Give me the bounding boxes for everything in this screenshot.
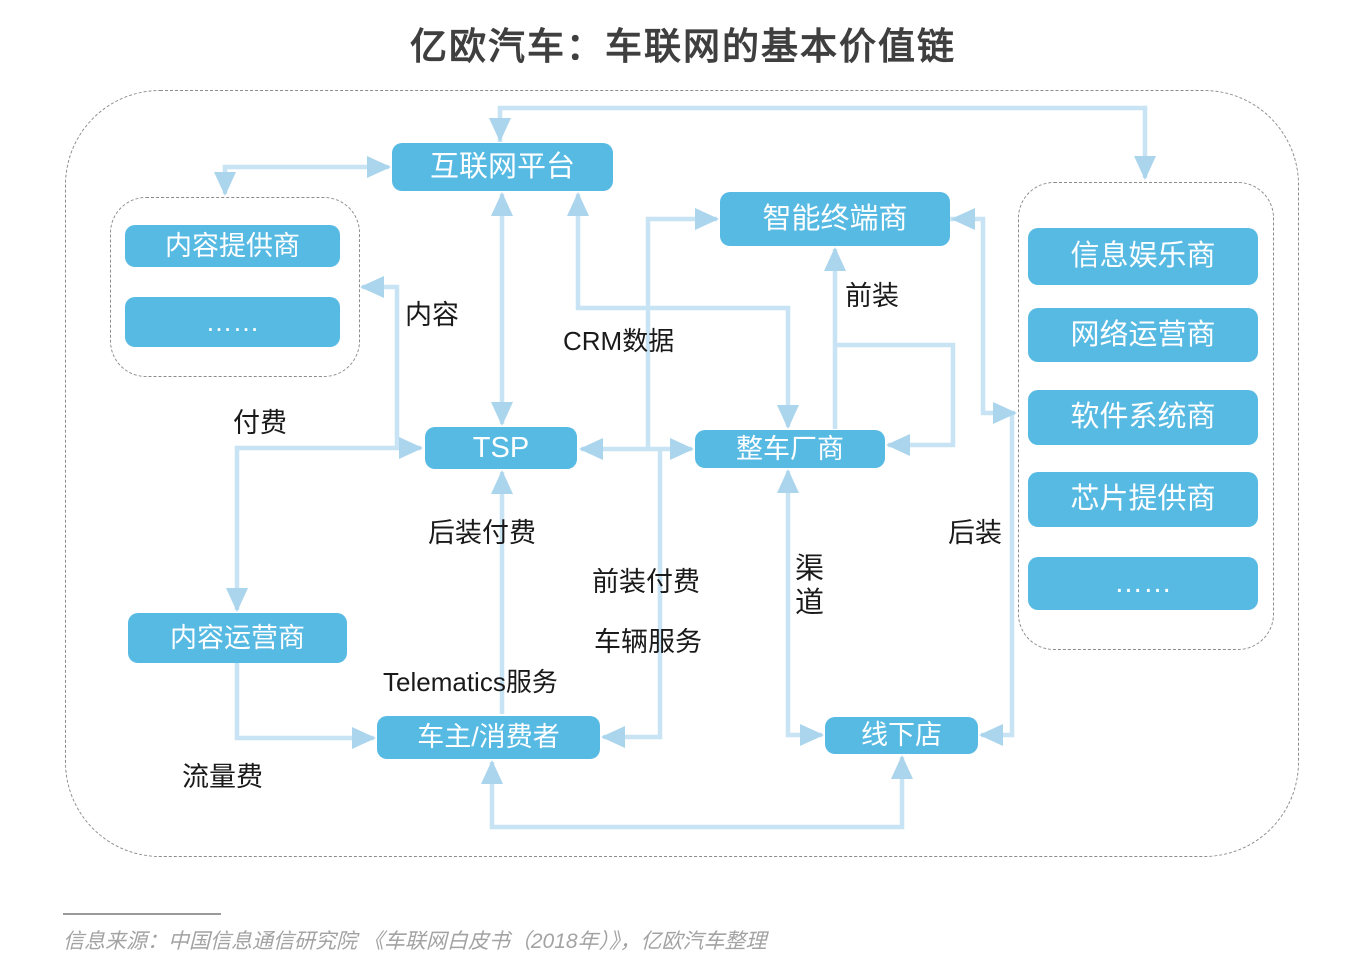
arrowhead-right-store-left (800, 724, 824, 746)
arrowhead-down-contentgroup-top (214, 172, 236, 196)
arrowhead-left-carowner-right (601, 726, 625, 748)
source-divider (63, 913, 221, 915)
label-vehicle-service: 车辆服务 (594, 627, 702, 657)
arrowhead-up-platform-bottom-1 (491, 192, 513, 216)
label-channel: 渠道 (795, 553, 825, 620)
label-content: 内容 (405, 300, 459, 330)
edge-content-to-group (362, 284, 400, 447)
supplier-group (1018, 182, 1274, 650)
arrowhead-up-carowner-bottom (481, 760, 503, 784)
label-pay: 付费 (233, 408, 287, 438)
node-offline-store: 线下店 (825, 717, 978, 754)
outer-dashed-boundary (65, 90, 1299, 857)
arrowhead-left-contentgroup-right (360, 276, 384, 298)
node-chip-provider: 芯片提供商 (1028, 472, 1258, 527)
edge-contentgroup-platform (222, 164, 389, 194)
edge-aftermarket-store (981, 415, 1015, 738)
arrowhead-right-oem-left (670, 438, 694, 460)
edge-terminal-suppliers (949, 216, 1015, 416)
edge-contentoperator-carowner (234, 663, 374, 741)
arrowhead-right-terminal-left (695, 208, 719, 230)
label-front-install: 前装 (845, 281, 899, 311)
arrowhead-down-platform-top (489, 118, 511, 142)
arrowhead-right-carowner-left (352, 727, 376, 749)
label-telematics-service: Telematics服务 (383, 667, 558, 697)
node-car-owner: 车主/消费者 (377, 716, 600, 759)
edge-pay-tsp-contentoperator (234, 445, 421, 610)
node-software-system: 软件系统商 (1028, 390, 1258, 445)
node-internet-platform: 互联网平台 (392, 143, 613, 191)
edge-to-smartterminal-left (645, 216, 717, 448)
node-content-ellipsis: …… (125, 297, 340, 347)
arrowhead-down-tsp-top (491, 402, 513, 426)
node-content-operator: 内容运营商 (128, 613, 347, 663)
content-provider-group (110, 197, 360, 377)
arrowhead-down-suppliergroup-top (1134, 156, 1156, 180)
arrowhead-up-terminal-bottom (824, 247, 846, 271)
edge-crm-platform-oem (575, 194, 791, 427)
node-tsp: TSP (425, 427, 577, 469)
arrowhead-right-platform-left (367, 156, 391, 178)
arrowhead-down-contentoperator-top (226, 588, 248, 612)
source-note: 信息来源：中国信息通信研究院 《车联网白皮书（2018年）》，亿欧汽车整理 (63, 930, 767, 953)
arrowhead-up-oem-bottom (777, 469, 799, 493)
label-crm-data: CRM数据 (563, 326, 675, 356)
label-aftermarket: 后装 (948, 518, 1002, 548)
arrowhead-down-oem-top (777, 405, 799, 429)
page-title: 亿欧汽车：车联网的基本价值链 (410, 26, 956, 67)
node-infotainment: 信息娱乐商 (1028, 228, 1258, 285)
node-smart-terminal: 智能终端商 (720, 192, 950, 246)
node-oem: 整车厂商 (695, 430, 885, 468)
arrowhead-left-terminal-right (951, 208, 975, 230)
node-supplier-ellipsis: …… (1028, 557, 1258, 610)
arrowhead-left-oem-right (886, 434, 910, 456)
arrowhead-up-platform-bottom-2 (567, 192, 589, 216)
label-traffic-fee: 流量费 (182, 762, 263, 792)
edge-carowner-store-bottom (489, 757, 905, 830)
node-network-operator: 网络运营商 (1028, 308, 1258, 362)
label-front-install-pay: 前装付费 (592, 567, 700, 597)
node-content-provider: 内容提供商 (125, 225, 340, 267)
arrowhead-right-suppliergroup-left (993, 402, 1017, 424)
arrowhead-left-store-right (979, 724, 1003, 746)
arrowhead-up-tsp-bottom (491, 470, 513, 494)
arrowhead-left-tsp-right (579, 438, 603, 460)
label-aftermarket-pay: 后装付费 (428, 518, 536, 548)
arrowhead-right-tsp-left (399, 437, 423, 459)
edge-terminal-oem-loop (835, 342, 956, 448)
arrowhead-up-store-bottom (891, 755, 913, 779)
